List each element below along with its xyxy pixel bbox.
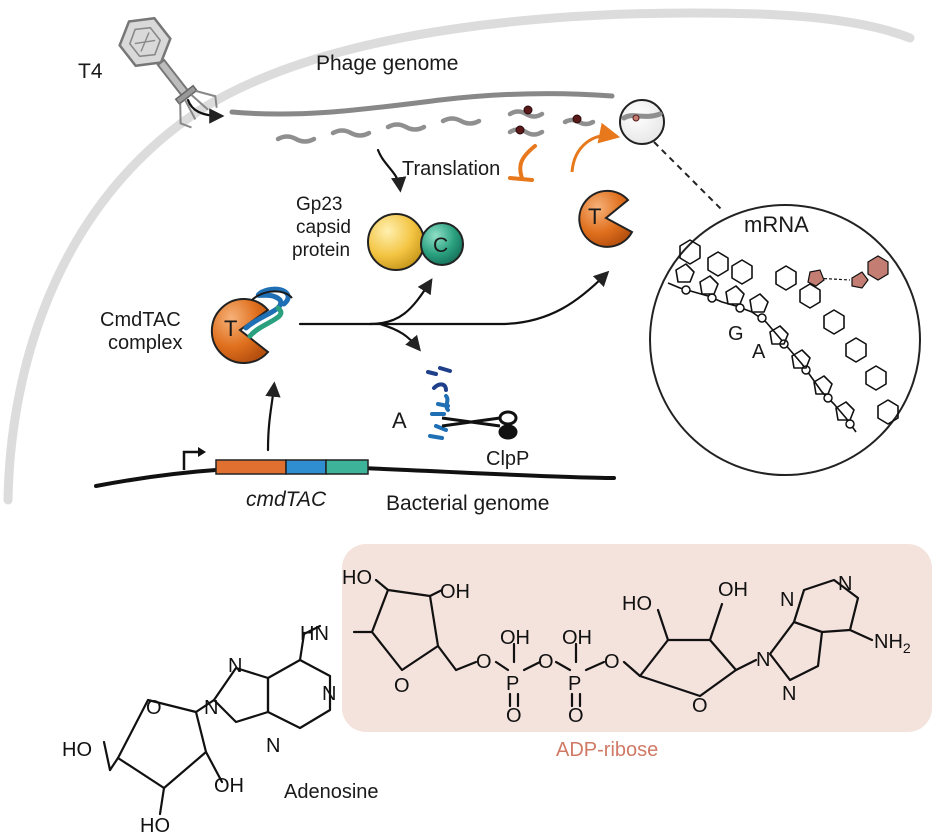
gene-label: cmdTAC [246,488,327,511]
promoter-arrow-icon [182,450,202,470]
t4-phage-icon [118,16,218,129]
translation-arrow [376,148,407,193]
gp23-label-line2: capsid [296,217,351,238]
chem-o-link-2: O [538,651,554,673]
injection-arrow [186,98,225,124]
gp23-capsid-protein: C [367,213,464,271]
chem-o-ring-1: O [146,697,162,719]
chem-oh-lower: OH [214,775,244,797]
active-toxin-label: T [588,204,601,229]
toxin-release-arrow [368,270,610,326]
chem-o-ring-3: O [692,695,708,717]
chem-hn: HN [300,623,329,645]
active-toxin: T [578,189,634,248]
cmdtac-complex: T [210,286,293,364]
capsid-c-label: C [433,234,448,257]
translation-label: Translation [402,158,500,180]
mrna-label: mRNA [744,212,809,237]
cmdtac-complex-label-line2: complex [108,332,182,354]
chem-n-ring-4: N [266,735,280,757]
chem-oh-p-2: OH [562,627,592,649]
chem-ho-left: HO [62,739,92,761]
adp-ribosyl-adenosine-structure [102,578,874,816]
adenosine-label: Adenosine [284,781,379,803]
chem-o-link-3: O [604,651,620,673]
translation-inhibition-mark [508,144,537,182]
antitoxin-release-arrow [378,322,421,352]
zoom-connector-line [653,141,723,211]
chem-n-ring-1: N [204,697,218,719]
chem-n-ring-6: N [782,683,796,705]
antitoxin-label: A [392,408,407,433]
bacterial-cell-wall [3,8,915,505]
chem-o-ring-2: O [394,675,410,697]
chem-nh2: NH2 [874,631,911,656]
chem-o-dbl-2: O [568,705,584,727]
degraded-antitoxin [426,366,452,440]
t4-label: T4 [78,60,103,83]
chem-o-link-1: O [476,651,492,673]
chem-o-dbl-1: O [506,705,522,727]
mrna-transcripts [275,109,596,144]
chem-n-ring-3: N [322,683,336,705]
adp-ribose-marks [515,105,582,135]
chem-ho-top-2: HO [622,593,652,615]
phage-genome-label: Phage genome [316,52,458,75]
chem-n-ring-2: N [228,655,242,677]
complex-toxin-label: T [224,316,237,341]
gp23-label-line1: Gp23 [296,194,342,215]
chem-n-ring-7: N [780,589,794,611]
chem-ho-lower: HO [140,815,170,836]
complex-dissociation-line [298,278,433,326]
chem-n-ring-8: N [838,573,852,595]
adp-ribose-label: ADP-ribose [556,739,658,761]
expression-arrow [265,381,281,452]
cmdtac-gene [215,459,369,475]
chem-p-1: P [506,673,519,695]
chem-oh-p-1: OH [500,627,530,649]
adp-ribose-highlight [342,544,932,732]
chem-p-2: P [568,673,581,695]
cmdtac-complex-label-line1: CmdTAC [100,309,181,331]
phage-genome-dna [229,91,615,117]
base-a-label: A [752,341,766,363]
clpp-label: ClpP [486,448,529,470]
scissors-icon [441,410,518,440]
base-g-label: G [728,323,744,345]
gp23-label-line3: protein [292,240,350,261]
toxin-targets-mrna-arrow [570,122,621,173]
chem-oh-top-1: OH [440,581,470,603]
magnifier-circle-icon [619,99,665,145]
bacterial-genome-label: Bacterial genome [386,492,549,515]
chem-n-ring-5: N [756,649,770,671]
chem-oh-top-2: OH [718,579,748,601]
chem-ho-top-1: HO [342,567,372,589]
rna-backbone-sketch [667,239,899,433]
